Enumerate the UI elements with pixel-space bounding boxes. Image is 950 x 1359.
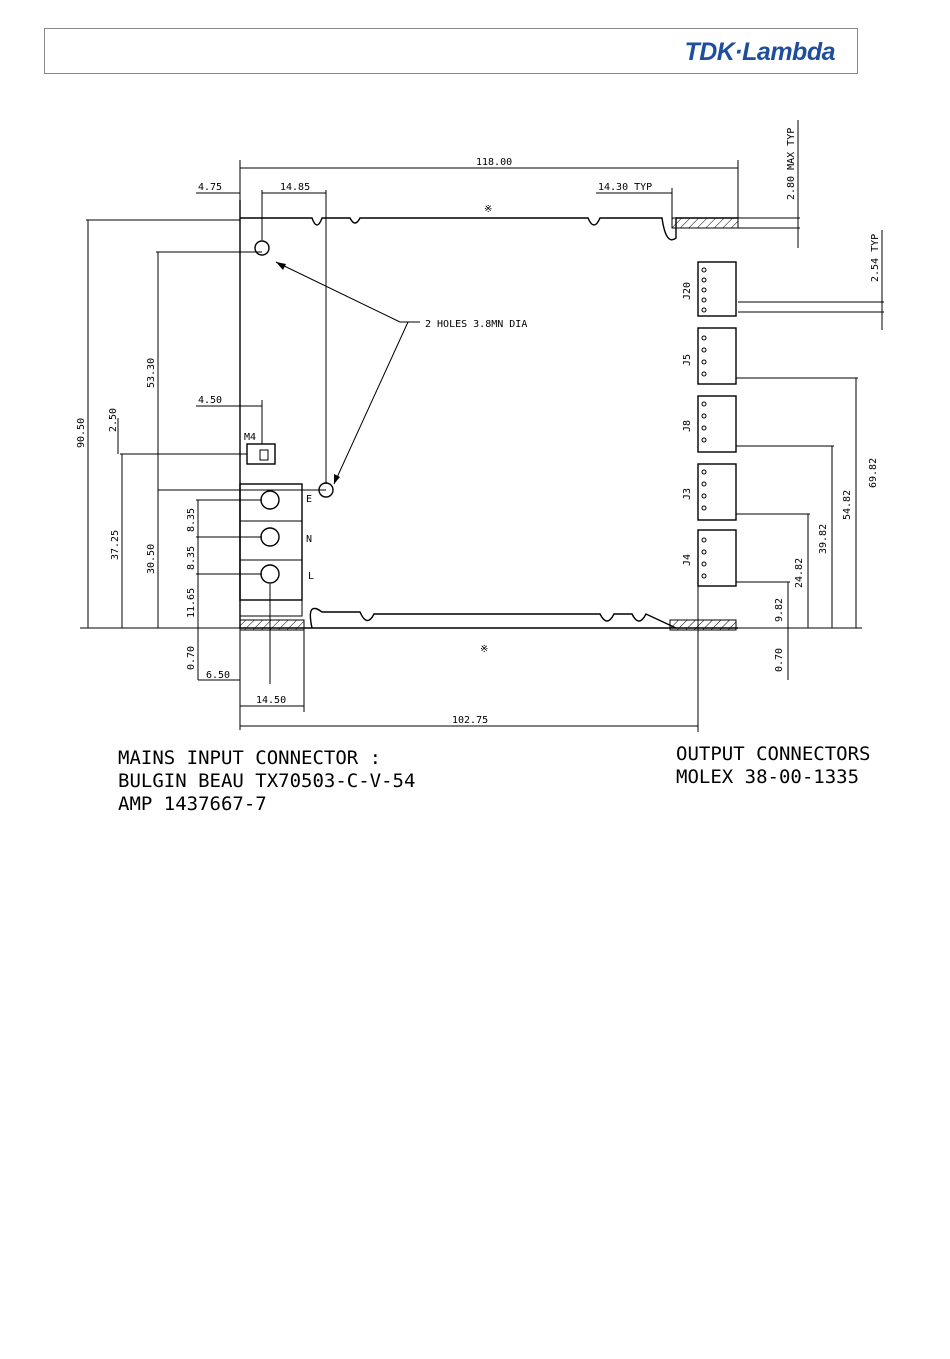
dim-hole-vertical: 53.30 [146, 358, 157, 388]
connector-j20-label: J20 [682, 282, 693, 300]
m4-label: M4 [244, 432, 256, 443]
connector-j5-label: J5 [682, 354, 693, 366]
dim-input-pin-l: 11.65 [186, 588, 197, 618]
dim-offset-left: 4.75 [198, 182, 222, 193]
dim-overall-width: 118.00 [476, 157, 512, 168]
dim-input-height: 37.25 [110, 530, 121, 560]
dim-out-9-82: 9.82 [774, 598, 785, 622]
dim-hole-spacing-top: 14.85 [280, 182, 310, 193]
dim-overall-height: 90.50 [76, 418, 87, 448]
dim-overall-length-bottom: 102.75 [452, 715, 488, 726]
connector-j4-label: J4 [682, 554, 693, 566]
pin-n-label: N [306, 534, 312, 545]
dim-bottom-pin-x: 6.50 [206, 670, 230, 681]
mains-note-line-1: MAINS INPUT CONNECTOR : [118, 747, 381, 769]
pin-e-label: E [306, 494, 312, 505]
connector-j3-label: J3 [682, 488, 693, 500]
dim-connector-width: 14.50 [256, 695, 286, 706]
spacer-bottom-left [239, 619, 305, 631]
dim-out-39-82: 39.82 [818, 524, 829, 554]
holes-callout-leader [275, 261, 420, 485]
output-note-line-1: OUTPUT CONNECTORS [676, 743, 870, 765]
dim-output-spacing: 14.30 TYP [598, 182, 652, 193]
dim-pitch-1: 8.35 [186, 508, 197, 532]
dim-out-69-82: 69.82 [868, 458, 879, 488]
mounting-hole-top [254, 240, 270, 256]
dim-earth-height: 2.50 [108, 408, 119, 432]
dim-bottom-offset-left: 0.70 [186, 646, 197, 670]
spacer-top-right [671, 217, 739, 229]
dim-input-pin-e: 30.50 [146, 544, 157, 574]
dim-pitch-2: 8.35 [186, 546, 197, 570]
dimension-lines [80, 120, 884, 732]
tdk-lambda-logo: TDK·Lambda [684, 38, 835, 66]
center-mark-bottom: ※ [480, 644, 488, 655]
output-connectors [697, 261, 737, 587]
dim-pitch-typ: 2.54 TYP [870, 234, 881, 282]
dim-earth-offset: 4.50 [198, 395, 222, 406]
dim-out-54-82: 54.82 [842, 490, 853, 520]
header-frame: TDK·Lambda [44, 28, 858, 74]
dim-out-24-82: 24.82 [794, 558, 805, 588]
dim-output-bottom: 0.70 [774, 648, 785, 672]
holes-callout-label: 2 HOLES 3.8MN DIA [425, 319, 527, 330]
pin-l-label: L [308, 571, 314, 582]
mains-input-connector [239, 483, 303, 617]
mains-note-line-2: BULGIN BEAU TX70503-C-V-54 [118, 770, 415, 792]
connector-j8-label: J8 [682, 420, 693, 432]
spacer-bottom-right [669, 619, 737, 631]
center-mark-top: ※ [484, 204, 492, 215]
dim-max-height: 2.80 MAX TYP [786, 128, 797, 200]
board-outline [239, 200, 738, 629]
m4-earth-terminal [246, 443, 276, 465]
mains-note-line-3: AMP 1437667-7 [118, 793, 267, 815]
output-note-line-2: MOLEX 38-00-1335 [676, 766, 859, 788]
